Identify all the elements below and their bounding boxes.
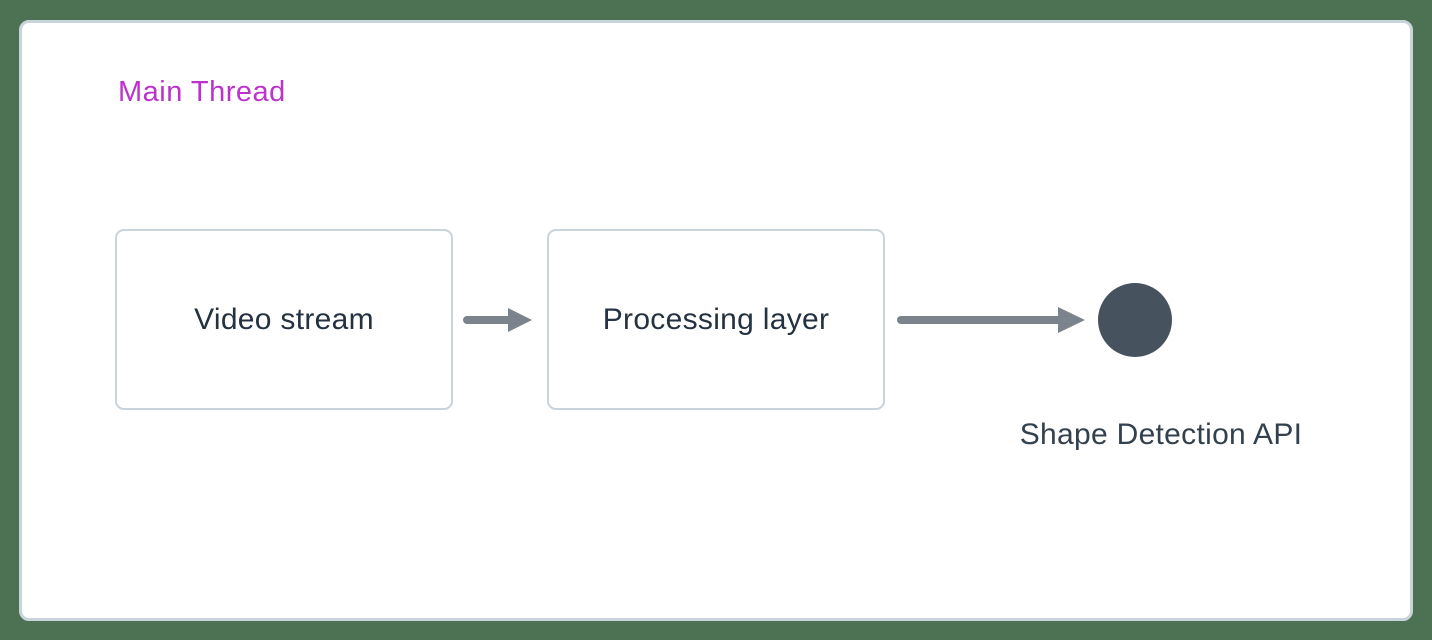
node-processing-layer: Processing layer xyxy=(547,229,885,410)
arrow-right-icon xyxy=(897,307,1085,333)
node-video-stream: Video stream xyxy=(115,229,453,410)
lane-title: Main Thread xyxy=(118,76,286,108)
node-video-stream-label: Video stream xyxy=(194,302,374,336)
node-processing-layer-label: Processing layer xyxy=(602,302,830,336)
node-shape-detection-circle xyxy=(1098,283,1172,357)
node-shape-detection-label: Shape Detection API xyxy=(1019,418,1303,451)
arrow-right-icon xyxy=(463,308,532,332)
